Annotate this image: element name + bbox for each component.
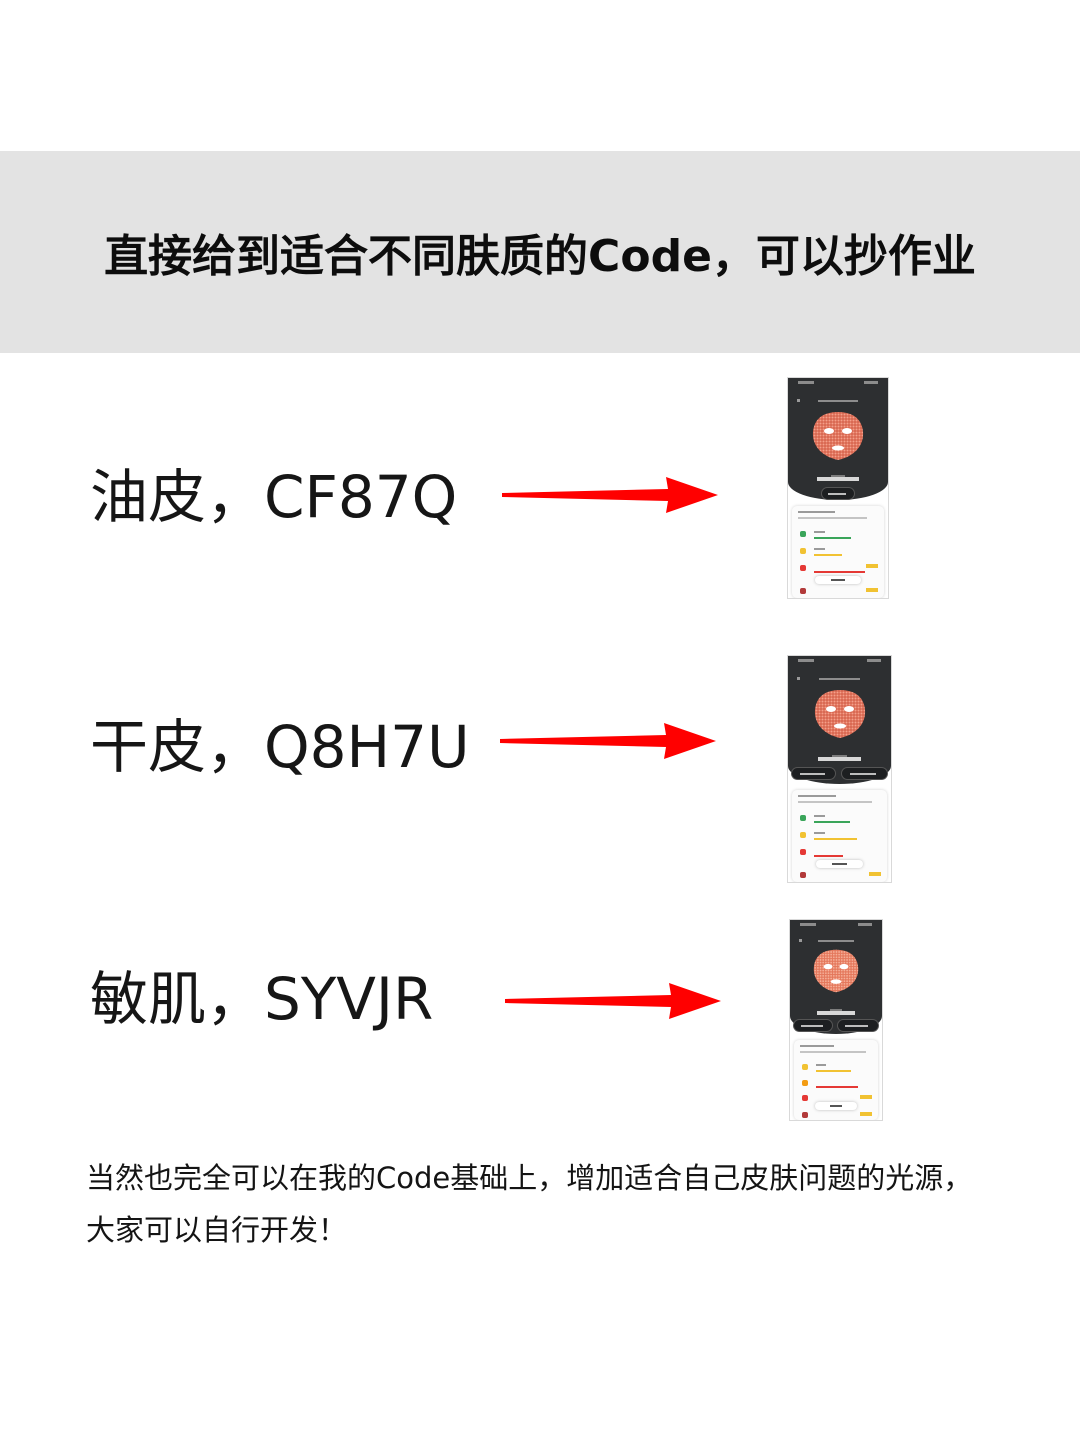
code-row-sensitive: 敏肌，SYVJR — [0, 918, 1080, 1148]
app-screenshot-oily — [788, 378, 888, 598]
code-label: 敏肌，SYVJR — [90, 965, 434, 1033]
page-title: 直接给到适合不同肤质的Code，可以抄作业 — [104, 231, 976, 282]
led-face-mask-icon — [812, 412, 864, 460]
footer-line-2: 大家可以自行开发！ — [86, 1213, 348, 1247]
back-chevron-icon — [799, 939, 802, 942]
back-chevron-icon — [797, 677, 800, 680]
right-arrow-icon — [502, 477, 718, 513]
led-face-mask-icon — [814, 690, 866, 738]
code-row-oily: 油皮，CF87Q — [0, 378, 1080, 608]
right-arrow-icon — [500, 723, 716, 759]
footer-note: 当然也完全可以在我的Code基础上，增加适合自己皮肤问题的光源， 大家可以自行开… — [86, 1152, 1046, 1256]
code-label: 干皮，Q8H7U — [90, 713, 470, 781]
code-label: 油皮，CF87Q — [90, 463, 458, 531]
app-screenshot-dry — [788, 656, 891, 882]
app-screenshot-sensitive — [790, 920, 882, 1120]
code-row-dry: 干皮，Q8H7U — [0, 656, 1080, 886]
led-face-mask-icon — [813, 949, 859, 993]
footer-line-1: 当然也完全可以在我的Code基础上，增加适合自己皮肤问题的光源， — [86, 1161, 973, 1195]
back-chevron-icon — [797, 399, 800, 402]
right-arrow-icon — [505, 983, 721, 1019]
title-banner: 直接给到适合不同肤质的Code，可以抄作业 — [0, 151, 1080, 353]
